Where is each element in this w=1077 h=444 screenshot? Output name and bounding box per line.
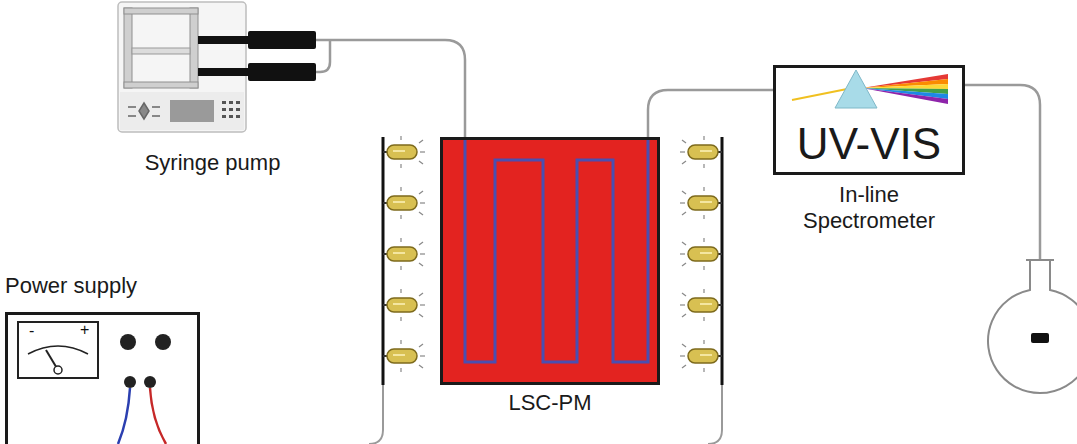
node-label: UV-VIS [776,118,962,171]
tubing [330,40,465,137]
syringe-pump [118,2,330,132]
node-label: Syringe pump [105,150,320,176]
terminal [124,376,136,388]
meter-scale [28,346,88,354]
pump-keypad [222,101,240,118]
wire [118,388,130,444]
reactor-node: LSC-PM [440,137,660,385]
led-strip [383,136,425,385]
pump-body [118,2,246,132]
syringe-barrel [248,31,316,49]
tubing [965,85,1040,262]
flow-channel [465,137,648,362]
pump-node: Syringe pump [115,0,330,190]
collection-flask [988,260,1077,393]
node-label: LSC-PM [440,390,660,416]
pump-rail [124,8,132,88]
pump-controls [128,103,160,119]
node-label: Power supply [5,273,205,299]
syringe-plunger [198,68,248,76]
label-holder: - [29,323,34,339]
power-lead [708,385,722,444]
pump-rail [124,8,198,14]
pump-rail [124,82,198,88]
lsc-pm-fill [440,137,660,385]
meter [18,322,98,378]
tubing [316,40,330,72]
pump-display [170,100,214,122]
power-lead [369,385,383,444]
pump-panel [120,92,244,130]
power-supply-panel [18,322,171,444]
spectrometer-node: UV-VISIn-line Spectrometer [773,65,965,175]
syringe-plunger [198,36,248,44]
led-strip [680,136,722,385]
meter-sign: + [80,322,89,338]
prism-icon [792,70,948,108]
meter-sign: - [29,323,34,339]
node-label: In-line Spectrometer [794,182,944,235]
label-holder: + [80,322,89,338]
pump-pusher [132,48,190,54]
tubing [648,90,773,137]
knob [120,334,136,350]
wire [150,388,166,444]
tubing [316,39,330,42]
pump-rail [190,8,198,88]
syringe-barrel [248,63,316,81]
knob [155,334,171,350]
terminal [144,376,156,388]
